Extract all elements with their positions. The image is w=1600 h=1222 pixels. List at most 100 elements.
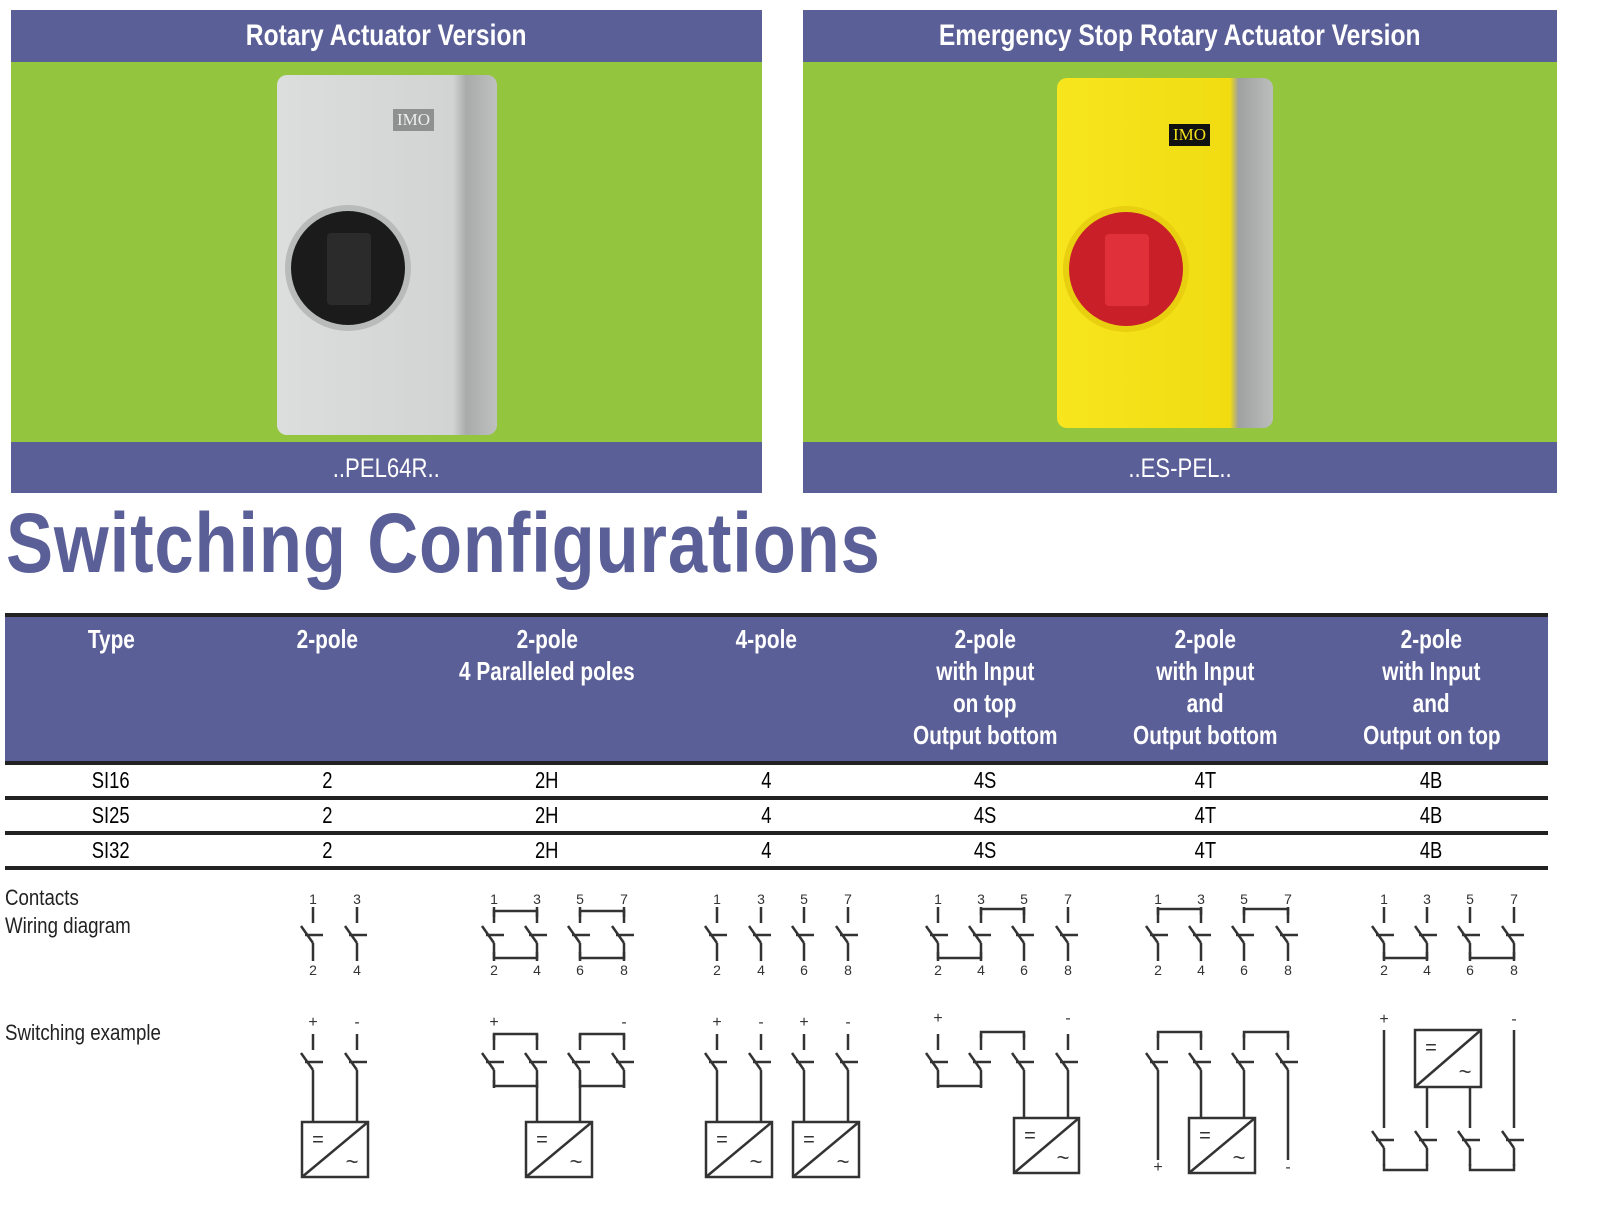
wire	[1054, 925, 1070, 944]
terminal-number: 1	[490, 891, 498, 907]
wire	[1500, 925, 1516, 944]
table-cell: 4	[657, 833, 875, 870]
header-line: and	[1186, 688, 1224, 718]
wire	[936, 1080, 983, 1088]
terminal-number: 7	[844, 891, 852, 907]
product-panel-rotary: Rotary Actuator Version IMO ..PEL64R..	[11, 10, 762, 493]
inverter-box	[524, 1120, 594, 1179]
table-cell: 2	[217, 798, 437, 835]
plus-sign: +	[1379, 1011, 1388, 1028]
table-cell: 2H	[437, 763, 657, 800]
inverter-box	[300, 1120, 370, 1179]
column-header: Type	[5, 613, 217, 765]
minus-sign: -	[354, 1014, 359, 1031]
terminal-number: 2	[934, 962, 942, 978]
minus-sign: -	[758, 1014, 763, 1031]
wire	[747, 925, 763, 944]
wire	[492, 952, 539, 960]
header-line: 2-pole	[516, 624, 578, 654]
header-line: and	[1412, 688, 1450, 718]
plus-sign: +	[308, 1014, 317, 1031]
wire	[1382, 1164, 1429, 1172]
wire	[979, 1030, 1026, 1038]
wire	[1274, 925, 1290, 944]
wire	[1456, 925, 1472, 944]
header-line: with Input	[935, 656, 1035, 686]
wire	[492, 1032, 539, 1040]
terminal-number: 1	[713, 891, 721, 907]
terminal-number: 7	[1284, 891, 1292, 907]
terminal-number: 4	[1197, 962, 1205, 978]
minus-sign: -	[845, 1014, 850, 1031]
wire	[299, 925, 315, 944]
header-line: 2-pole	[1400, 624, 1463, 654]
panel-model: ..ES-PEL..	[803, 442, 1557, 493]
terminal-number: 4	[353, 962, 361, 978]
ac-symbol: ~	[1459, 1059, 1472, 1084]
plus-sign: +	[799, 1014, 808, 1031]
ac-symbol: ~	[750, 1149, 763, 1174]
wire	[578, 909, 626, 917]
terminal-number: 7	[620, 891, 628, 907]
terminal-number: 8	[1064, 962, 1072, 978]
ac-symbol: ~	[570, 1149, 583, 1174]
terminal-number: 4	[533, 962, 541, 978]
header-line: 2-pole	[1174, 624, 1236, 654]
header-line: with Input	[1382, 656, 1481, 686]
enclosure-image-grey: IMO	[277, 75, 497, 435]
logo: IMO	[393, 109, 435, 131]
dc-symbol: =	[803, 1129, 815, 1151]
wire	[578, 1080, 626, 1088]
terminal-number: 2	[713, 962, 721, 978]
wire	[792, 1121, 860, 1178]
inverter-box	[791, 1120, 861, 1179]
terminal-number: 5	[1240, 891, 1248, 907]
dc-symbol: =	[716, 1129, 728, 1151]
dc-symbol: =	[1425, 1037, 1437, 1059]
terminal-number: 3	[533, 891, 541, 907]
wire	[1013, 1117, 1080, 1174]
table-cell: SI32	[5, 833, 217, 870]
wire	[790, 925, 806, 944]
wire	[1144, 925, 1160, 944]
enclosure-image-yellow: IMO	[1057, 78, 1273, 428]
table-cell: 4T	[1095, 763, 1315, 800]
wire	[1468, 952, 1516, 960]
table-cell: 4B	[1315, 763, 1548, 800]
table-cell: 4S	[875, 763, 1095, 800]
terminal-number: 7	[1064, 891, 1072, 907]
wire	[1500, 1130, 1516, 1149]
terminal-number: 6	[1466, 962, 1474, 978]
wire	[1370, 1130, 1386, 1149]
emergency-knob	[1063, 206, 1189, 332]
header-line: 2-pole	[954, 624, 1016, 654]
panel-title: Rotary Actuator Version	[11, 10, 762, 62]
wire	[1242, 907, 1290, 915]
header-line: on top	[953, 688, 1017, 718]
ac-symbol: ~	[346, 1149, 359, 1174]
ac-symbol: ~	[1057, 1145, 1070, 1170]
wire	[936, 952, 983, 960]
wire	[1413, 925, 1429, 944]
wire	[703, 925, 719, 944]
inverter-box	[1413, 1028, 1483, 1089]
header-line: Output bottom	[1132, 720, 1278, 750]
wire	[523, 1052, 539, 1071]
terminal-number: 2	[309, 962, 317, 978]
terminal-number: 3	[757, 891, 765, 907]
wire	[1010, 1052, 1026, 1071]
table-cell: 2H	[437, 833, 657, 870]
terminal-number: 8	[1510, 962, 1518, 978]
product-panel-emergency-stop: Emergency Stop Rotary Actuator Version I…	[803, 10, 1557, 493]
wire	[1188, 1117, 1256, 1174]
minus-sign: -	[1511, 1011, 1516, 1028]
wire	[1187, 925, 1203, 944]
header-line: with Input	[1155, 656, 1255, 686]
wire	[525, 1121, 593, 1178]
wire	[1413, 1130, 1429, 1149]
wire	[1010, 925, 1026, 944]
